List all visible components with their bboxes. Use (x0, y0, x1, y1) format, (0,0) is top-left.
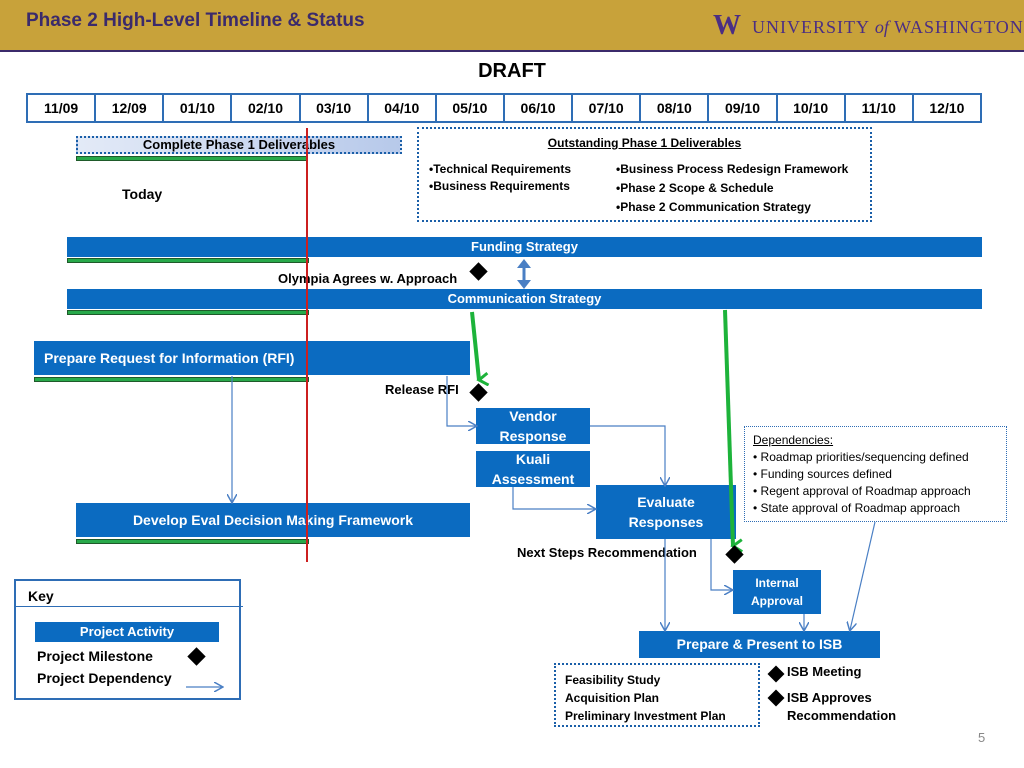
olympia-milestone-diamond (469, 262, 488, 281)
kuali-assessment-activity[interactable]: Kuali Assessment (476, 451, 590, 487)
vendor-response-line: Response (499, 428, 567, 444)
outstanding-title: Outstanding Phase 1 Deliverables (547, 136, 742, 150)
key-project-activity: Project Activity (35, 622, 219, 642)
isb-documents-box: Feasibility Study Acquisition Plan Preli… (554, 663, 760, 727)
isb-meeting-milestone-diamond (767, 665, 785, 683)
page-number: 5 (978, 730, 986, 745)
vendor-response-activity[interactable]: Vendor Response (476, 408, 590, 444)
isb-meeting-label: ISB Meeting (787, 664, 862, 679)
progress-bar (67, 258, 309, 263)
outstanding-item: •Phase 2 Scope & Schedule (616, 181, 774, 195)
kuali-assessment-line: Assessment (491, 471, 575, 487)
dependency-arrow (446, 376, 476, 426)
dependency-item: • Regent approval of Roadmap approach (753, 484, 971, 498)
month-cell: 03/10 (301, 95, 369, 121)
outstanding-deliverables-box: Outstanding Phase 1 Deliverables •Techni… (417, 127, 872, 222)
month-cell: 05/10 (437, 95, 505, 121)
communication-strategy-activity[interactable]: Communication Strategy (67, 289, 982, 309)
dependencies-title: Dependencies: (753, 433, 834, 447)
isb-approves-label: Recommendation (787, 708, 897, 723)
isb-document: Preliminary Investment Plan (565, 709, 726, 723)
key-milestone-label: Project Milestone (37, 648, 153, 664)
evaluate-responses-line: Responses (628, 514, 704, 530)
olympia-milestone-label: Olympia Agrees w. Approach (278, 271, 458, 286)
draft-label: DRAFT (478, 60, 546, 82)
today-label: Today (122, 186, 163, 202)
month-cell: 02/10 (232, 95, 301, 121)
prepare-rfi-activity[interactable]: Prepare Request for Information (RFI) (34, 341, 470, 375)
funding-communication-link (517, 259, 531, 289)
vendor-response-line: Vendor (509, 408, 557, 424)
complete-phase1-label: Complete Phase 1 Deliverables (142, 137, 336, 152)
outstanding-item: •Business Requirements (429, 179, 570, 193)
outstanding-item: •Phase 2 Communication Strategy (616, 200, 811, 214)
progress-bar (67, 310, 309, 315)
isb-approves-milestone-diamond (767, 689, 785, 707)
month-cell: 07/10 (573, 95, 642, 121)
isb-document: Feasibility Study (565, 673, 661, 687)
next-steps-label: Next Steps Recommendation (517, 545, 697, 560)
key-legend-box: Key Project Activity Project Milestone P… (14, 579, 243, 700)
evaluate-responses-line: Evaluate (637, 494, 695, 510)
internal-approval-line: Internal (755, 576, 799, 590)
release-rfi-milestone-diamond (469, 383, 488, 402)
isb-approves-label: ISB Approves (787, 690, 872, 705)
month-cell: 06/10 (505, 95, 574, 121)
month-cell: 10/10 (778, 95, 846, 121)
month-cell: 12/09 (96, 95, 165, 121)
dependency-item: • Roadmap priorities/sequencing defined (753, 450, 969, 464)
page-title: Phase 2 High-Level Timeline & Status (26, 10, 365, 31)
progress-bar (34, 377, 309, 382)
green-dependency-arrow (723, 309, 733, 546)
header-divider (0, 50, 1024, 52)
header-bar (0, 0, 1024, 50)
dependency-item: • State approval of Roadmap approach (753, 501, 960, 515)
uw-logo-text: UNIVERSITY of WASHINGTON (752, 17, 1024, 37)
internal-approval-activity[interactable]: Internal Approval (733, 570, 821, 614)
key-dependency-label: Project Dependency (37, 670, 172, 686)
next-steps-milestone-diamond (725, 545, 744, 564)
prepare-present-isb-activity[interactable]: Prepare & Present to ISB (639, 631, 880, 658)
evaluate-responses-activity[interactable]: Evaluate Responses (596, 485, 736, 539)
month-cell: 01/10 (164, 95, 233, 121)
complete-phase1-activity[interactable]: Complete Phase 1 Deliverables (76, 136, 402, 154)
key-milestone-diamond (187, 647, 206, 666)
funding-strategy-activity[interactable]: Funding Strategy (67, 237, 982, 257)
dependency-arrow (710, 539, 732, 590)
dependency-arrow (590, 425, 665, 485)
month-cell: 04/10 (369, 95, 437, 121)
develop-eval-activity[interactable]: Develop Eval Decision Making Framework (76, 503, 470, 537)
release-rfi-label: Release RFI (385, 382, 459, 397)
month-cell: 11/10 (846, 95, 914, 121)
internal-approval-line: Approval (750, 594, 803, 608)
month-cell: 09/10 (709, 95, 778, 121)
dependencies-box: Dependencies: • Roadmap priorities/seque… (744, 426, 1007, 522)
isb-document: Acquisition Plan (565, 691, 660, 705)
outstanding-item: •Business Process Redesign Framework (616, 162, 849, 176)
outstanding-item: •Technical Requirements (429, 162, 572, 176)
month-cell: 08/10 (641, 95, 710, 121)
uw-logo-mark: W (713, 10, 741, 41)
timeline-months: 11/09 12/09 01/10 02/10 03/10 04/10 05/1… (26, 93, 982, 123)
dependency-arrow (850, 521, 876, 630)
key-divider (16, 606, 243, 607)
month-cell: 12/10 (929, 100, 965, 116)
month-cell: 11/09 (28, 95, 97, 121)
kuali-assessment-line: Kuali (515, 451, 551, 467)
dependency-item: • Funding sources defined (753, 467, 892, 481)
dependency-arrow (512, 487, 595, 509)
key-title: Key (28, 588, 54, 604)
progress-bar (76, 539, 309, 544)
green-dependency-arrow (470, 311, 479, 380)
